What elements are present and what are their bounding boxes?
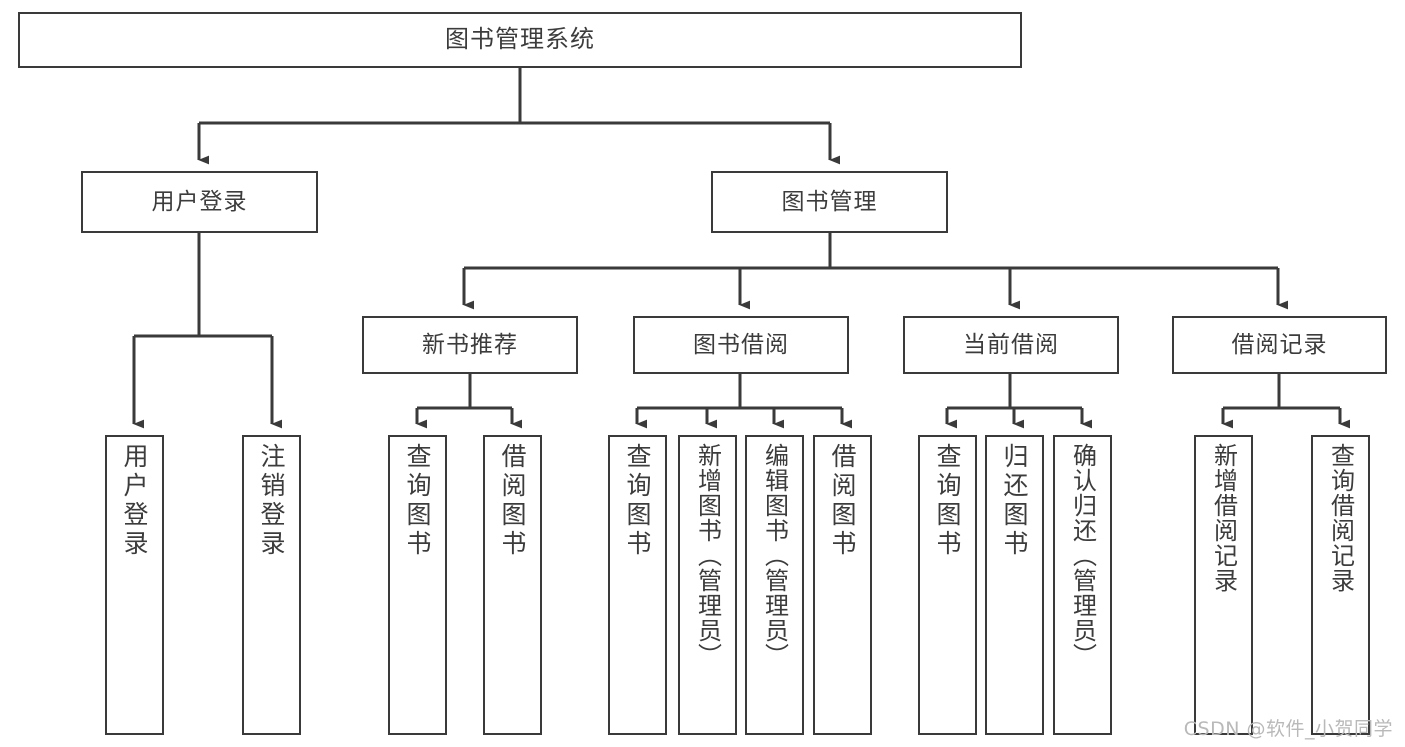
node-borrow-record[interactable]: 借阅记录 — [1172, 316, 1387, 374]
leaf-query-record[interactable]: 查询借阅记录 — [1311, 435, 1370, 735]
leaf-borrow-book-2-label: 借阅图书 — [828, 443, 857, 559]
node-user-login-label: 用户登录 — [151, 188, 248, 215]
node-new-book-recommend-label: 新书推荐 — [422, 331, 518, 358]
node-book-borrow[interactable]: 图书借阅 — [633, 316, 849, 374]
node-new-book-recommend[interactable]: 新书推荐 — [362, 316, 578, 374]
leaf-query-book-3-label: 查询图书 — [933, 443, 962, 559]
leaf-borrow-book-1-label: 借阅图书 — [498, 443, 527, 559]
leaf-confirm-return[interactable]: 确认归还（管理员） — [1053, 435, 1112, 735]
leaf-user-logout-label: 注销登录 — [257, 443, 286, 559]
node-user-login[interactable]: 用户登录 — [81, 171, 318, 233]
leaf-query-book-1[interactable]: 查询图书 — [388, 435, 447, 735]
leaf-query-record-label: 查询借阅记录 — [1326, 443, 1355, 593]
leaf-return-book[interactable]: 归还图书 — [985, 435, 1044, 735]
node-book-borrow-label: 图书借阅 — [693, 331, 789, 358]
leaf-edit-book[interactable]: 编辑图书（管理员） — [745, 435, 804, 735]
node-root-system[interactable]: 图书管理系统 — [18, 12, 1022, 68]
leaf-edit-book-label: 编辑图书（管理员） — [760, 443, 789, 668]
leaf-add-book[interactable]: 新增图书（管理员） — [678, 435, 737, 735]
leaf-user-login-label: 用户登录 — [120, 443, 149, 559]
leaf-add-record[interactable]: 新增借阅记录 — [1194, 435, 1253, 735]
leaf-query-book-2-label: 查询图书 — [623, 443, 652, 559]
node-book-manage-label: 图书管理 — [781, 188, 878, 215]
watermark-text: CSDN @软件_小贺同学 — [1183, 718, 1393, 740]
node-current-borrow-label: 当前借阅 — [963, 331, 1059, 358]
leaf-query-book-1-label: 查询图书 — [403, 443, 432, 559]
node-current-borrow[interactable]: 当前借阅 — [903, 316, 1119, 374]
node-borrow-record-label: 借阅记录 — [1231, 331, 1328, 358]
leaf-confirm-return-label: 确认归还（管理员） — [1068, 443, 1097, 668]
leaf-query-book-3[interactable]: 查询图书 — [918, 435, 977, 735]
node-root-system-label: 图书管理系统 — [445, 25, 595, 54]
leaf-borrow-book-2[interactable]: 借阅图书 — [813, 435, 872, 735]
leaf-user-logout[interactable]: 注销登录 — [242, 435, 301, 735]
leaf-user-login[interactable]: 用户登录 — [105, 435, 164, 735]
leaf-add-book-label: 新增图书（管理员） — [693, 443, 722, 668]
node-book-manage[interactable]: 图书管理 — [711, 171, 948, 233]
leaf-add-record-label: 新增借阅记录 — [1209, 443, 1238, 593]
leaf-borrow-book-1[interactable]: 借阅图书 — [483, 435, 542, 735]
leaf-query-book-2[interactable]: 查询图书 — [608, 435, 667, 735]
leaf-return-book-label: 归还图书 — [1000, 443, 1029, 559]
